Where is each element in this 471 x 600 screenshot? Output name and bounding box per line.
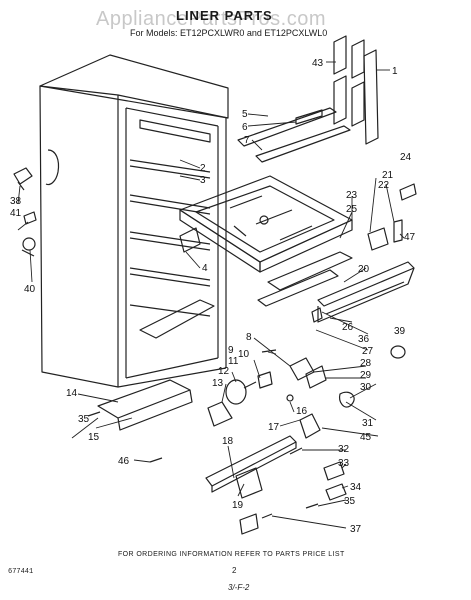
callout-28: 28	[360, 358, 372, 369]
clip-parts	[235, 183, 417, 535]
callout-21: 21	[382, 170, 394, 181]
callout-22: 22	[378, 180, 390, 191]
callout-23: 23	[346, 190, 358, 201]
callout-4: 4	[202, 263, 208, 274]
callout-35b: 35	[344, 496, 356, 507]
callout-16: 16	[296, 406, 308, 417]
support-rails	[237, 107, 351, 163]
callout-labels: 1 2 3 4 5 6 7 8 9 10 11 12 13 14 15 16 1…	[10, 58, 416, 535]
callout-45: 45	[360, 432, 372, 443]
leader-lines	[17, 61, 405, 529]
callout-39: 39	[394, 326, 406, 337]
callout-35a: 35	[78, 414, 90, 425]
callout-36: 36	[358, 334, 370, 345]
callout-8: 8	[246, 332, 252, 343]
callout-47: 47	[404, 232, 416, 243]
ordering-note: FOR ORDERING INFORMATION REFER TO PARTS …	[118, 551, 345, 558]
callout-29: 29	[360, 370, 372, 381]
callout-12: 12	[218, 366, 230, 377]
callout-11: 11	[228, 356, 239, 367]
model-numbers: For Models: ET12PCXLWR0 and ET12PCXLWL0	[130, 28, 328, 38]
callout-2: 2	[200, 163, 206, 174]
callout-15: 15	[88, 432, 100, 443]
callout-17: 17	[268, 422, 280, 433]
cabinet-liner	[39, 54, 229, 388]
light-assembly	[207, 349, 355, 439]
hinge-parts	[13, 167, 37, 257]
revision-date: 3/-F-2	[228, 583, 250, 592]
diagram-title: LINER PARTS	[176, 8, 273, 23]
callout-19: 19	[232, 500, 244, 511]
callout-20: 20	[358, 264, 370, 275]
callout-34: 34	[350, 482, 362, 493]
callout-6: 6	[242, 122, 248, 133]
crisper-cover	[257, 227, 415, 323]
callout-24: 24	[400, 152, 412, 163]
callout-26: 26	[342, 322, 354, 333]
callout-5: 5	[242, 109, 248, 120]
callout-37: 37	[350, 524, 362, 535]
callout-14: 14	[66, 388, 78, 399]
watermark: AppliancePartsPros.com	[96, 8, 326, 30]
callout-10: 10	[238, 349, 250, 360]
callout-27: 27	[362, 346, 374, 357]
callout-31: 31	[362, 418, 374, 429]
lower-brackets	[87, 379, 297, 493]
callout-41: 41	[10, 208, 22, 219]
callout-9: 9	[228, 345, 234, 356]
trim-strips	[333, 35, 379, 145]
callout-13: 13	[212, 378, 224, 389]
callout-38: 38	[10, 196, 22, 207]
callout-18: 18	[222, 436, 234, 447]
callout-25: 25	[346, 204, 358, 215]
callout-33: 33	[338, 458, 350, 469]
callout-3: 3	[200, 175, 206, 186]
callout-7: 7	[244, 135, 250, 146]
document-number: 677441	[8, 568, 34, 576]
callout-40: 40	[24, 284, 36, 295]
callout-46: 46	[118, 456, 130, 467]
callout-32: 32	[338, 444, 350, 455]
callout-30: 30	[360, 382, 372, 393]
callout-43: 43	[312, 58, 324, 69]
page-number: 2	[232, 566, 237, 575]
callout-1: 1	[392, 66, 398, 77]
